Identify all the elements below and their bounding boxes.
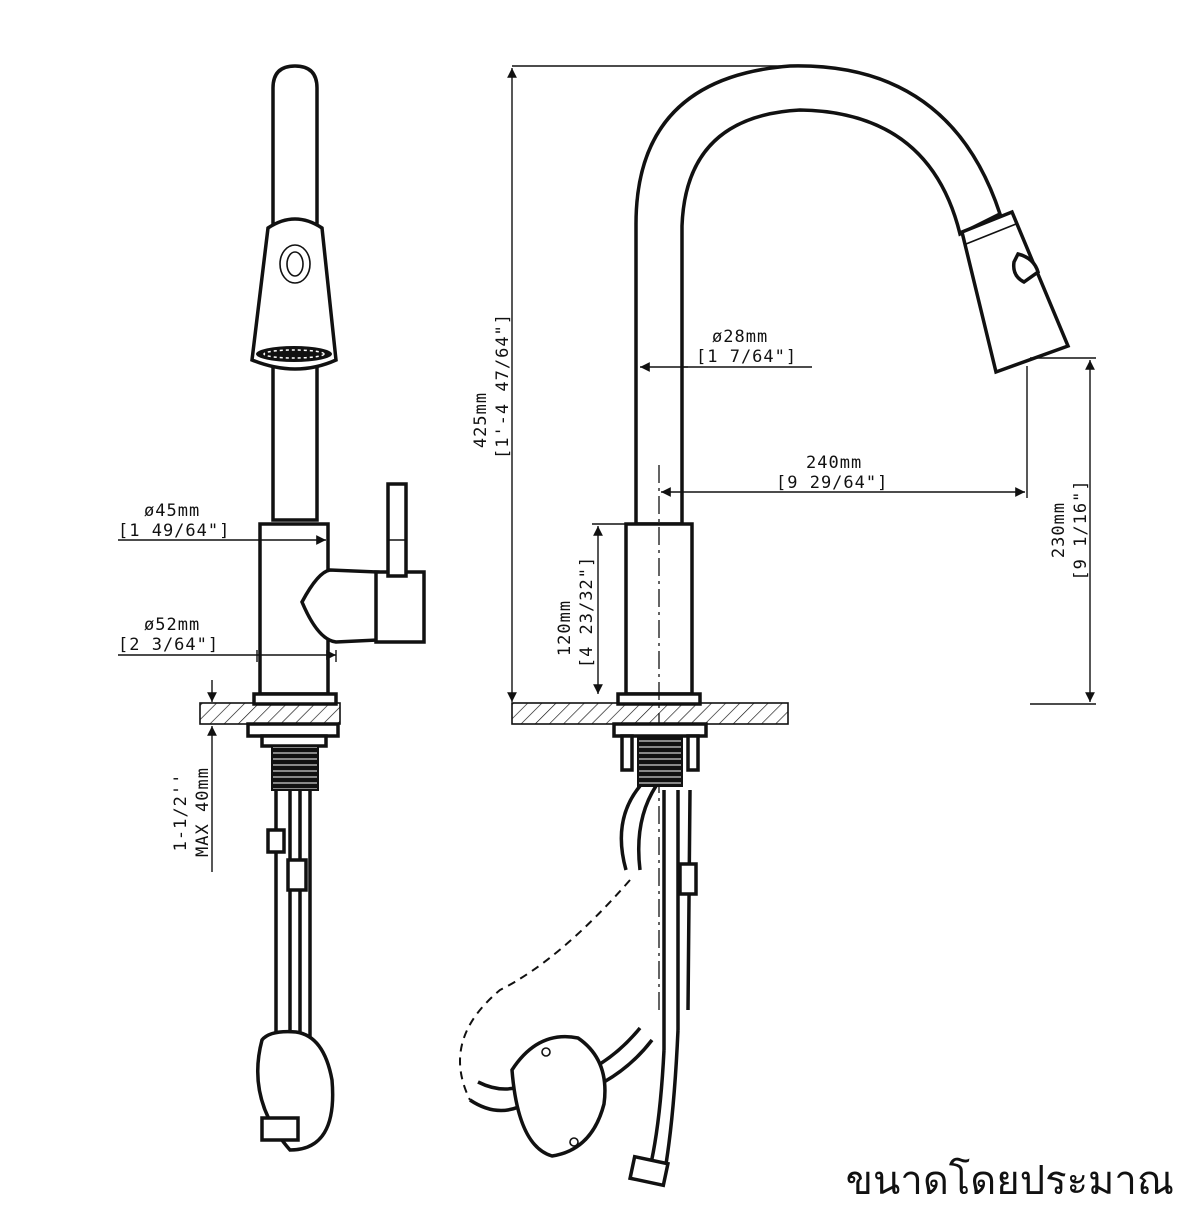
mount-thread-left xyxy=(271,745,319,791)
supply-hoses-side xyxy=(274,790,312,1120)
dim-230-metric: 230mm xyxy=(1049,502,1069,558)
gooseneck-spout xyxy=(634,64,1003,526)
dim-240-metric: 240mm xyxy=(806,453,862,473)
dimension-lines xyxy=(118,65,1096,872)
dim-52-imperial: [2 3/64"] xyxy=(118,635,219,655)
counterweight-front xyxy=(510,1034,607,1158)
dim-120-metric: 120mm xyxy=(555,600,575,656)
supply-hoses-front xyxy=(662,789,692,1050)
dim-45-metric: ø45mm xyxy=(144,501,200,521)
pullout-hose-path xyxy=(459,879,631,1101)
handle-cap-side xyxy=(374,570,426,644)
handle-stick-side xyxy=(386,482,408,578)
dimension-labels: 425mm [1'-4 47/64"] ø28mm [1 7/64"] 240m… xyxy=(118,313,1091,857)
side-view xyxy=(199,64,426,1152)
spray-head-side xyxy=(250,217,338,371)
dim-425-metric: 425mm xyxy=(471,392,491,448)
dim-28-metric: ø28mm xyxy=(712,327,768,347)
mount-thread-right xyxy=(637,735,683,787)
spray-face-icon xyxy=(256,346,332,362)
dim-hole-max: MAX 40mm xyxy=(193,767,213,857)
spray-trigger-icon xyxy=(1011,251,1041,285)
dim-52-metric: ø52mm xyxy=(144,615,200,635)
base-ring-side xyxy=(252,692,338,706)
countertop-left xyxy=(199,702,341,725)
front-view xyxy=(459,64,1071,1188)
dim-240-imperial: [9 29/64"] xyxy=(776,473,888,493)
dim-425-imperial: [1'-4 47/64"] xyxy=(493,313,513,459)
spray-button-icon xyxy=(279,244,311,284)
spray-head-front xyxy=(959,209,1071,375)
dim-230-imperial: [9 1/16"] xyxy=(1071,479,1091,580)
approximate-size-caption: ขนาดโดยประมาณ xyxy=(845,1158,1174,1204)
countertop-right xyxy=(511,702,789,725)
dim-45-imperial: [1 49/64"] xyxy=(118,521,230,541)
dim-120-imperial: [4 23/32"] xyxy=(577,556,597,668)
dim-hole-size: 1-1/2'' xyxy=(171,773,191,852)
dim-28-imperial: [1 7/64"] xyxy=(696,347,797,367)
